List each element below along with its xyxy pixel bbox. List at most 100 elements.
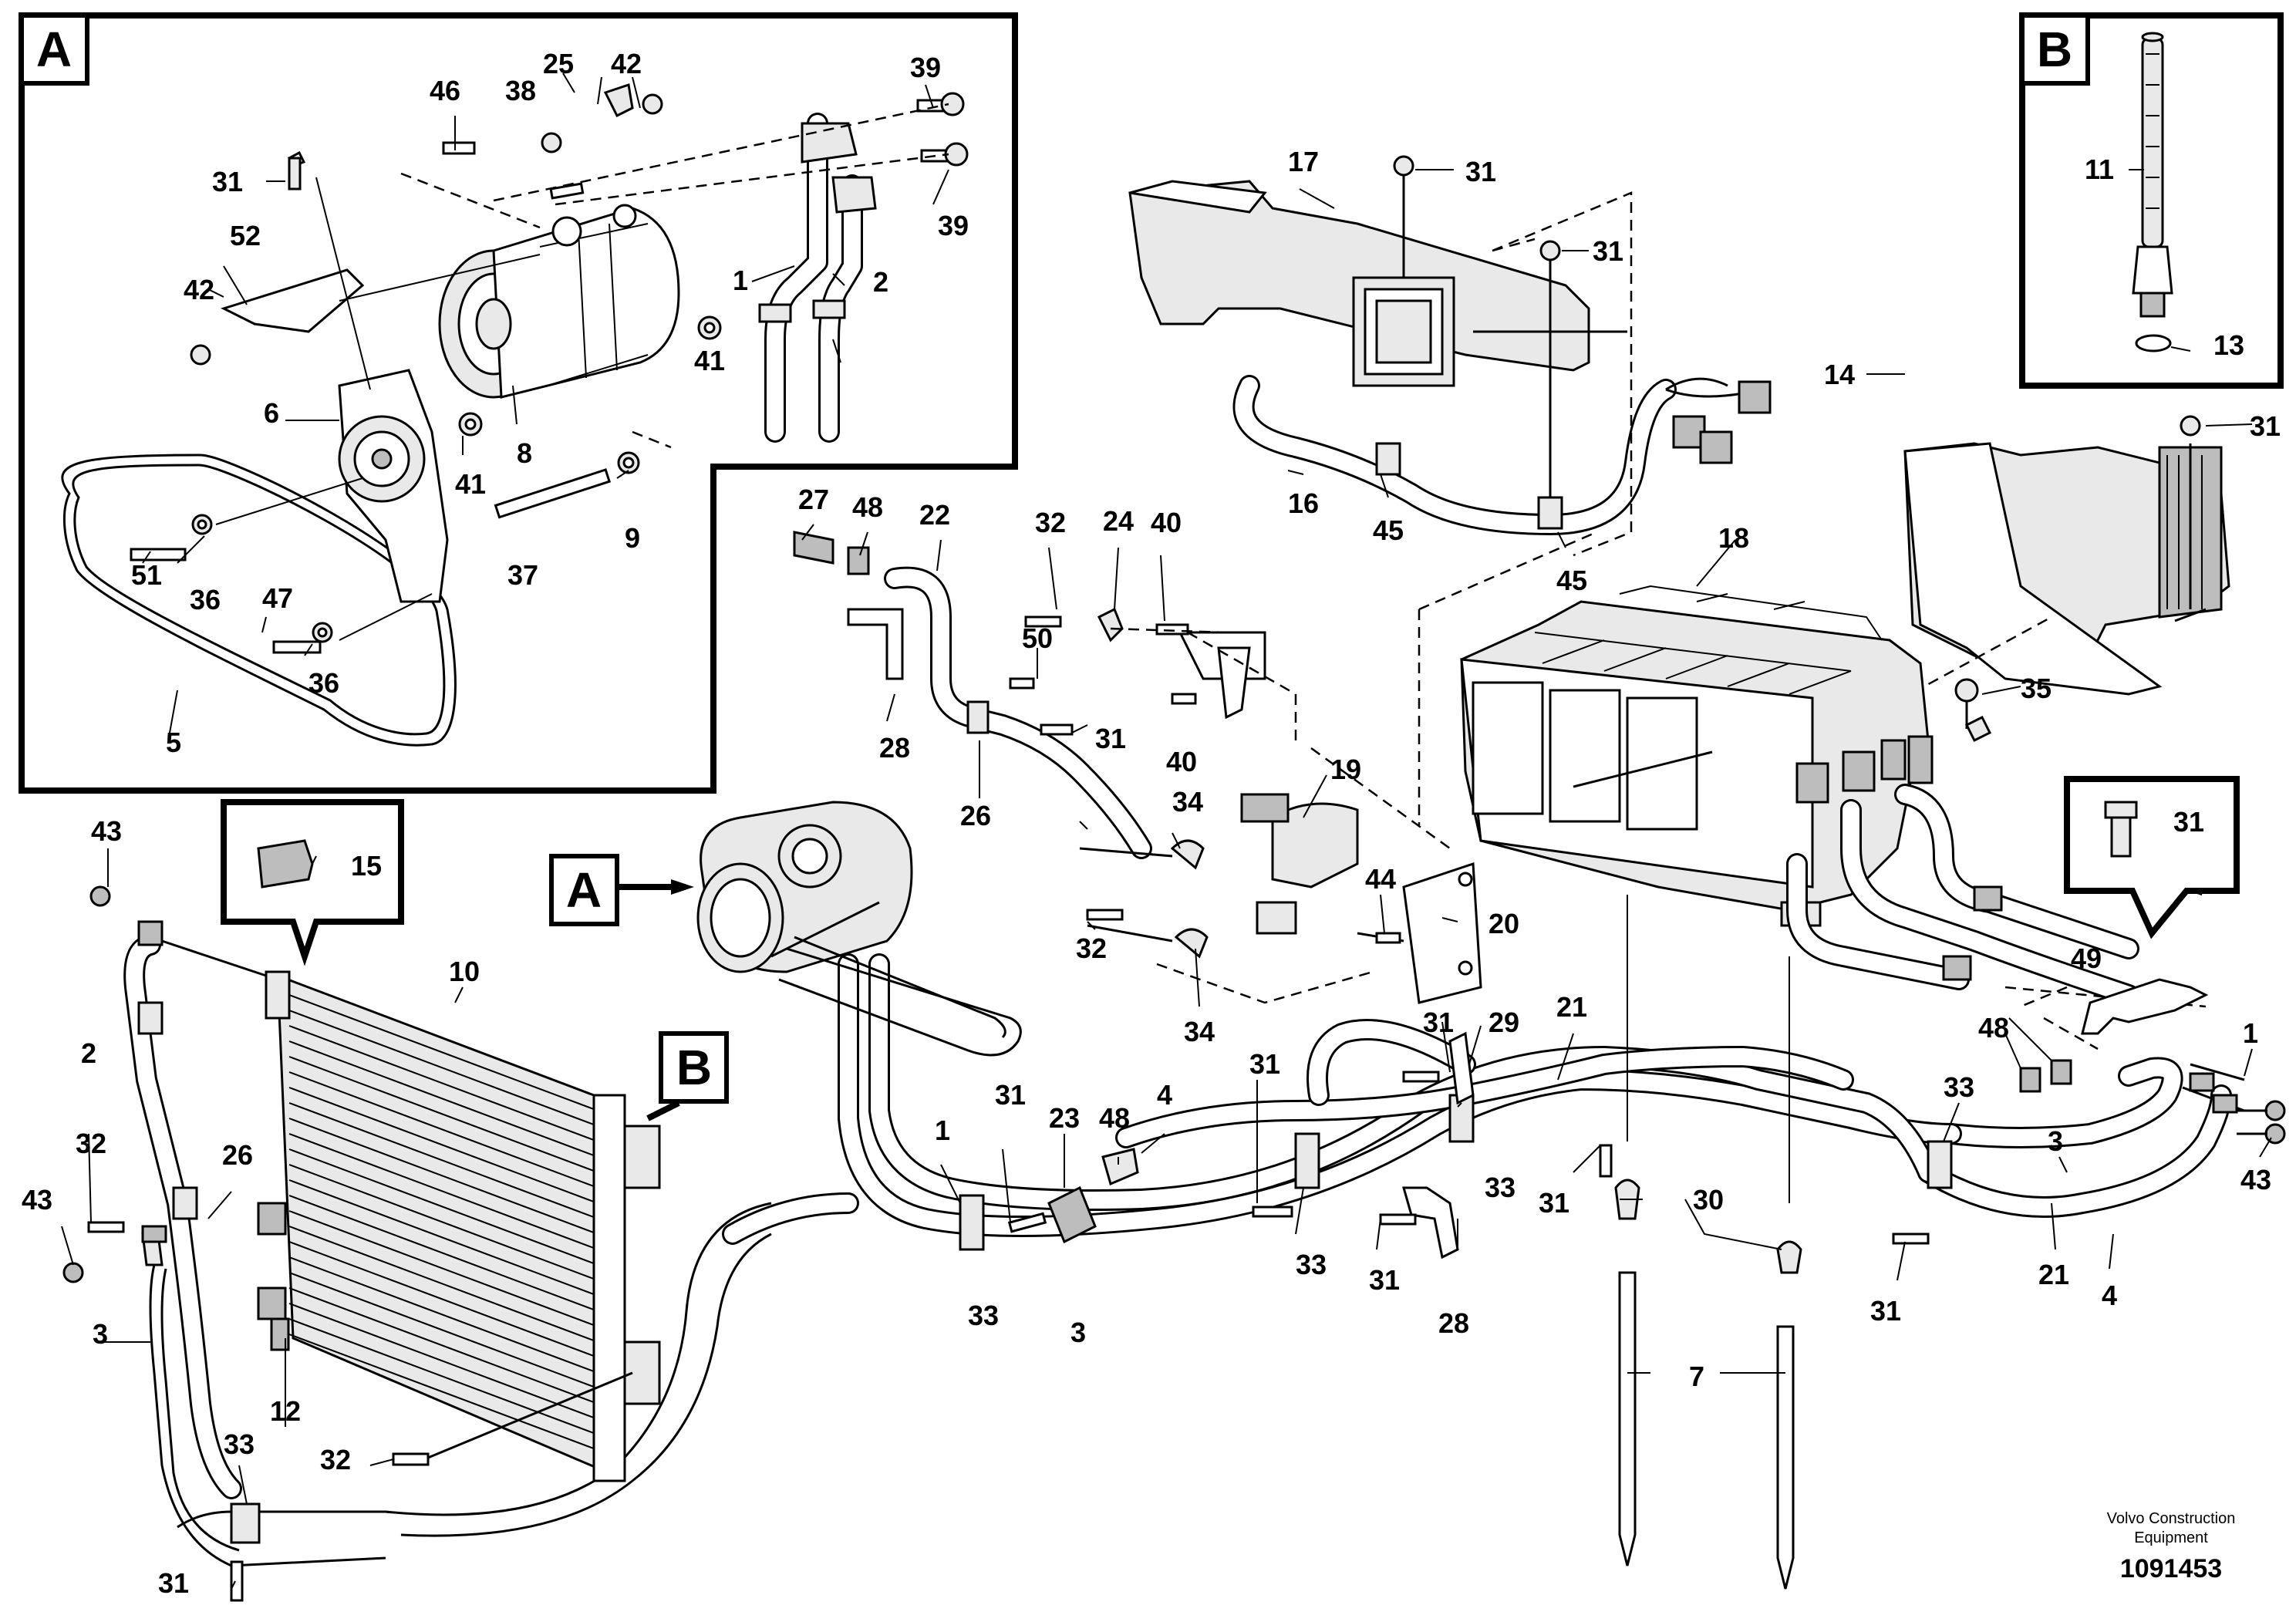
manufacturer-line-1: Volvo Construction [2107, 1510, 2236, 1527]
callout-40: 40 [1166, 746, 1197, 777]
callout-43: 43 [22, 1184, 52, 1216]
callout-31: 31 [1870, 1295, 1901, 1327]
callout-31: 31 [212, 166, 243, 197]
callout-24: 24 [1103, 505, 1134, 537]
callout-23: 23 [1049, 1102, 1080, 1134]
callout-12: 12 [270, 1395, 301, 1427]
callout-29: 29 [1489, 1007, 1519, 1038]
callout-33: 33 [1944, 1071, 1974, 1103]
callout-33: 33 [968, 1300, 999, 1331]
callout-31: 31 [1465, 156, 1496, 187]
callout-35: 35 [2021, 673, 2052, 704]
callout-4: 4 [2102, 1280, 2117, 1311]
callout-32: 32 [1035, 507, 1066, 538]
callout-21: 21 [2038, 1259, 2069, 1290]
hvac-pipes [1786, 784, 2139, 1006]
air-duct-14 [1903, 415, 2230, 696]
detail-a-frame: A [19, 12, 1018, 794]
callout-31: 31 [1423, 1007, 1454, 1038]
callout-19: 19 [1330, 754, 1361, 785]
callout-8: 8 [517, 437, 532, 469]
callout-32: 32 [1076, 932, 1107, 964]
leader-lines [61, 73, 2272, 1590]
callout-33: 33 [224, 1428, 255, 1460]
callout-31: 31 [1539, 1187, 1569, 1219]
manufacturer-line-2: Equipment [2134, 1529, 2208, 1546]
callout-45: 45 [1373, 514, 1404, 546]
callout-2: 2 [873, 266, 888, 298]
condenser-10: B [257, 970, 729, 1482]
callout-48: 48 [852, 491, 883, 523]
callout-31: 31 [1249, 1048, 1280, 1080]
connector-15-detail [221, 799, 404, 966]
detail-a-pointer-label: A [566, 862, 602, 918]
title-block: Volvo Construction Equipment 1091453 [2107, 1510, 2236, 1583]
callout-6: 6 [264, 397, 279, 429]
callout-31: 31 [1095, 723, 1126, 754]
callout-33: 33 [1485, 1172, 1515, 1203]
valve-19-bracket-20 [1009, 607, 1482, 1004]
callout-32: 32 [320, 1444, 351, 1475]
callout-28: 28 [879, 732, 910, 764]
callout-36: 36 [308, 667, 339, 699]
callout-1: 1 [935, 1114, 950, 1146]
callout-16: 16 [1288, 487, 1319, 519]
left-hoses [62, 885, 386, 1602]
callout-43: 43 [91, 815, 122, 847]
callout-4: 4 [1157, 1079, 1172, 1111]
callout-39: 39 [910, 52, 941, 83]
callout-41: 41 [455, 468, 486, 500]
callout-numbers: 25 42 46 38 39 31 39 52 1 2 42 41 6 8 41… [22, 48, 2281, 1599]
stakes-7 [1618, 895, 1795, 1590]
callout-1: 1 [2243, 1017, 2258, 1049]
callout-7: 7 [1689, 1361, 1704, 1392]
main-hoses [177, 953, 1962, 1537]
callout-21: 21 [1556, 991, 1587, 1023]
callout-31: 31 [2173, 806, 2204, 838]
compressor-assembly-detail [61, 83, 969, 747]
callout-46: 46 [430, 75, 460, 106]
callout-50: 50 [1022, 622, 1053, 654]
hvac-unit-18 [1418, 531, 2207, 1008]
callout-41: 41 [694, 345, 725, 376]
drawing-number: 1091453 [2120, 1554, 2222, 1583]
callout-3: 3 [1070, 1317, 1086, 1348]
callout-52: 52 [230, 220, 261, 251]
callout-45: 45 [1556, 565, 1587, 596]
callout-44: 44 [1365, 863, 1396, 895]
callout-28: 28 [1438, 1307, 1469, 1339]
callout-47: 47 [262, 582, 293, 614]
callout-22: 22 [919, 499, 950, 531]
callout-31: 31 [995, 1079, 1026, 1111]
callout-27: 27 [798, 484, 829, 515]
callout-11: 11 [2085, 153, 2114, 185]
callout-31: 31 [1369, 1264, 1400, 1296]
callout-39: 39 [938, 210, 969, 241]
callout-1: 1 [733, 265, 748, 296]
callout-13: 13 [2213, 329, 2244, 361]
callout-2: 2 [81, 1037, 96, 1069]
callout-42: 42 [184, 274, 214, 305]
hose-22 [793, 531, 1152, 859]
callout-32: 32 [76, 1128, 106, 1159]
callout-48: 48 [1099, 1102, 1130, 1134]
air-duct-17 [1128, 155, 1627, 501]
callout-36: 36 [190, 584, 221, 615]
callout-25: 25 [543, 48, 574, 79]
callout-49: 49 [2071, 943, 2102, 974]
detail-b-frame: B [2019, 12, 2284, 389]
detail-b-pointer-label: B [676, 1040, 712, 1095]
callout-34: 34 [1184, 1016, 1215, 1047]
callout-10: 10 [449, 956, 480, 987]
callout-33: 33 [1296, 1249, 1327, 1280]
callout-31: 31 [1593, 235, 1623, 267]
callout-14: 14 [1824, 359, 1855, 390]
hose-16-wiring [1232, 191, 1772, 557]
callout-31: 31 [2250, 410, 2281, 442]
callout-37: 37 [507, 559, 538, 591]
bracket-49-detail [2020, 776, 2240, 1050]
callout-18: 18 [1718, 522, 1749, 554]
callout-3: 3 [93, 1318, 108, 1350]
callout-20: 20 [1489, 908, 1519, 939]
